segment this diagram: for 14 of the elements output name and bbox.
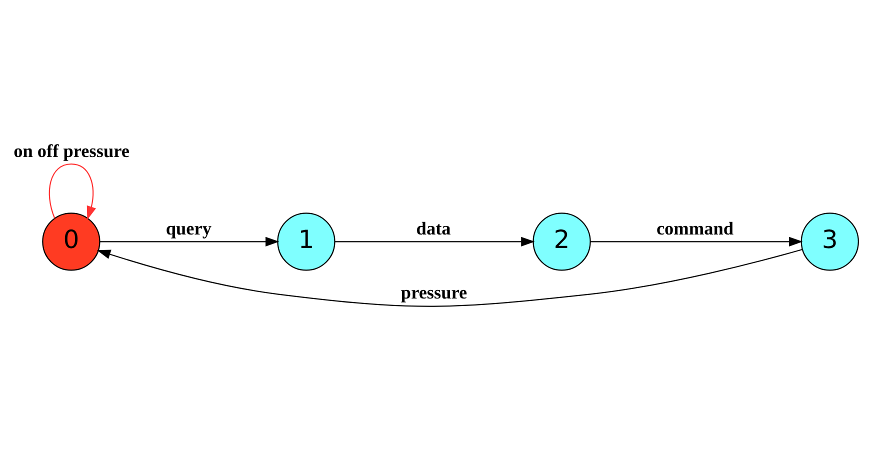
arrow — [48, 164, 96, 220]
arrow — [590, 236, 803, 246]
arrow — [334, 236, 535, 246]
edge-label: command — [656, 218, 734, 239]
edge-label: on off pressure — [14, 141, 130, 162]
arrow — [96, 248, 802, 307]
edge-label: query — [166, 218, 212, 239]
node-circle: 1 — [277, 212, 336, 271]
edge-label: pressure — [400, 282, 468, 302]
arrow — [100, 236, 280, 246]
node-circle: 3 — [800, 212, 859, 271]
edge-label: data — [416, 218, 451, 239]
node-circle: 2 — [532, 212, 591, 271]
node-circle: 0 — [42, 212, 100, 271]
